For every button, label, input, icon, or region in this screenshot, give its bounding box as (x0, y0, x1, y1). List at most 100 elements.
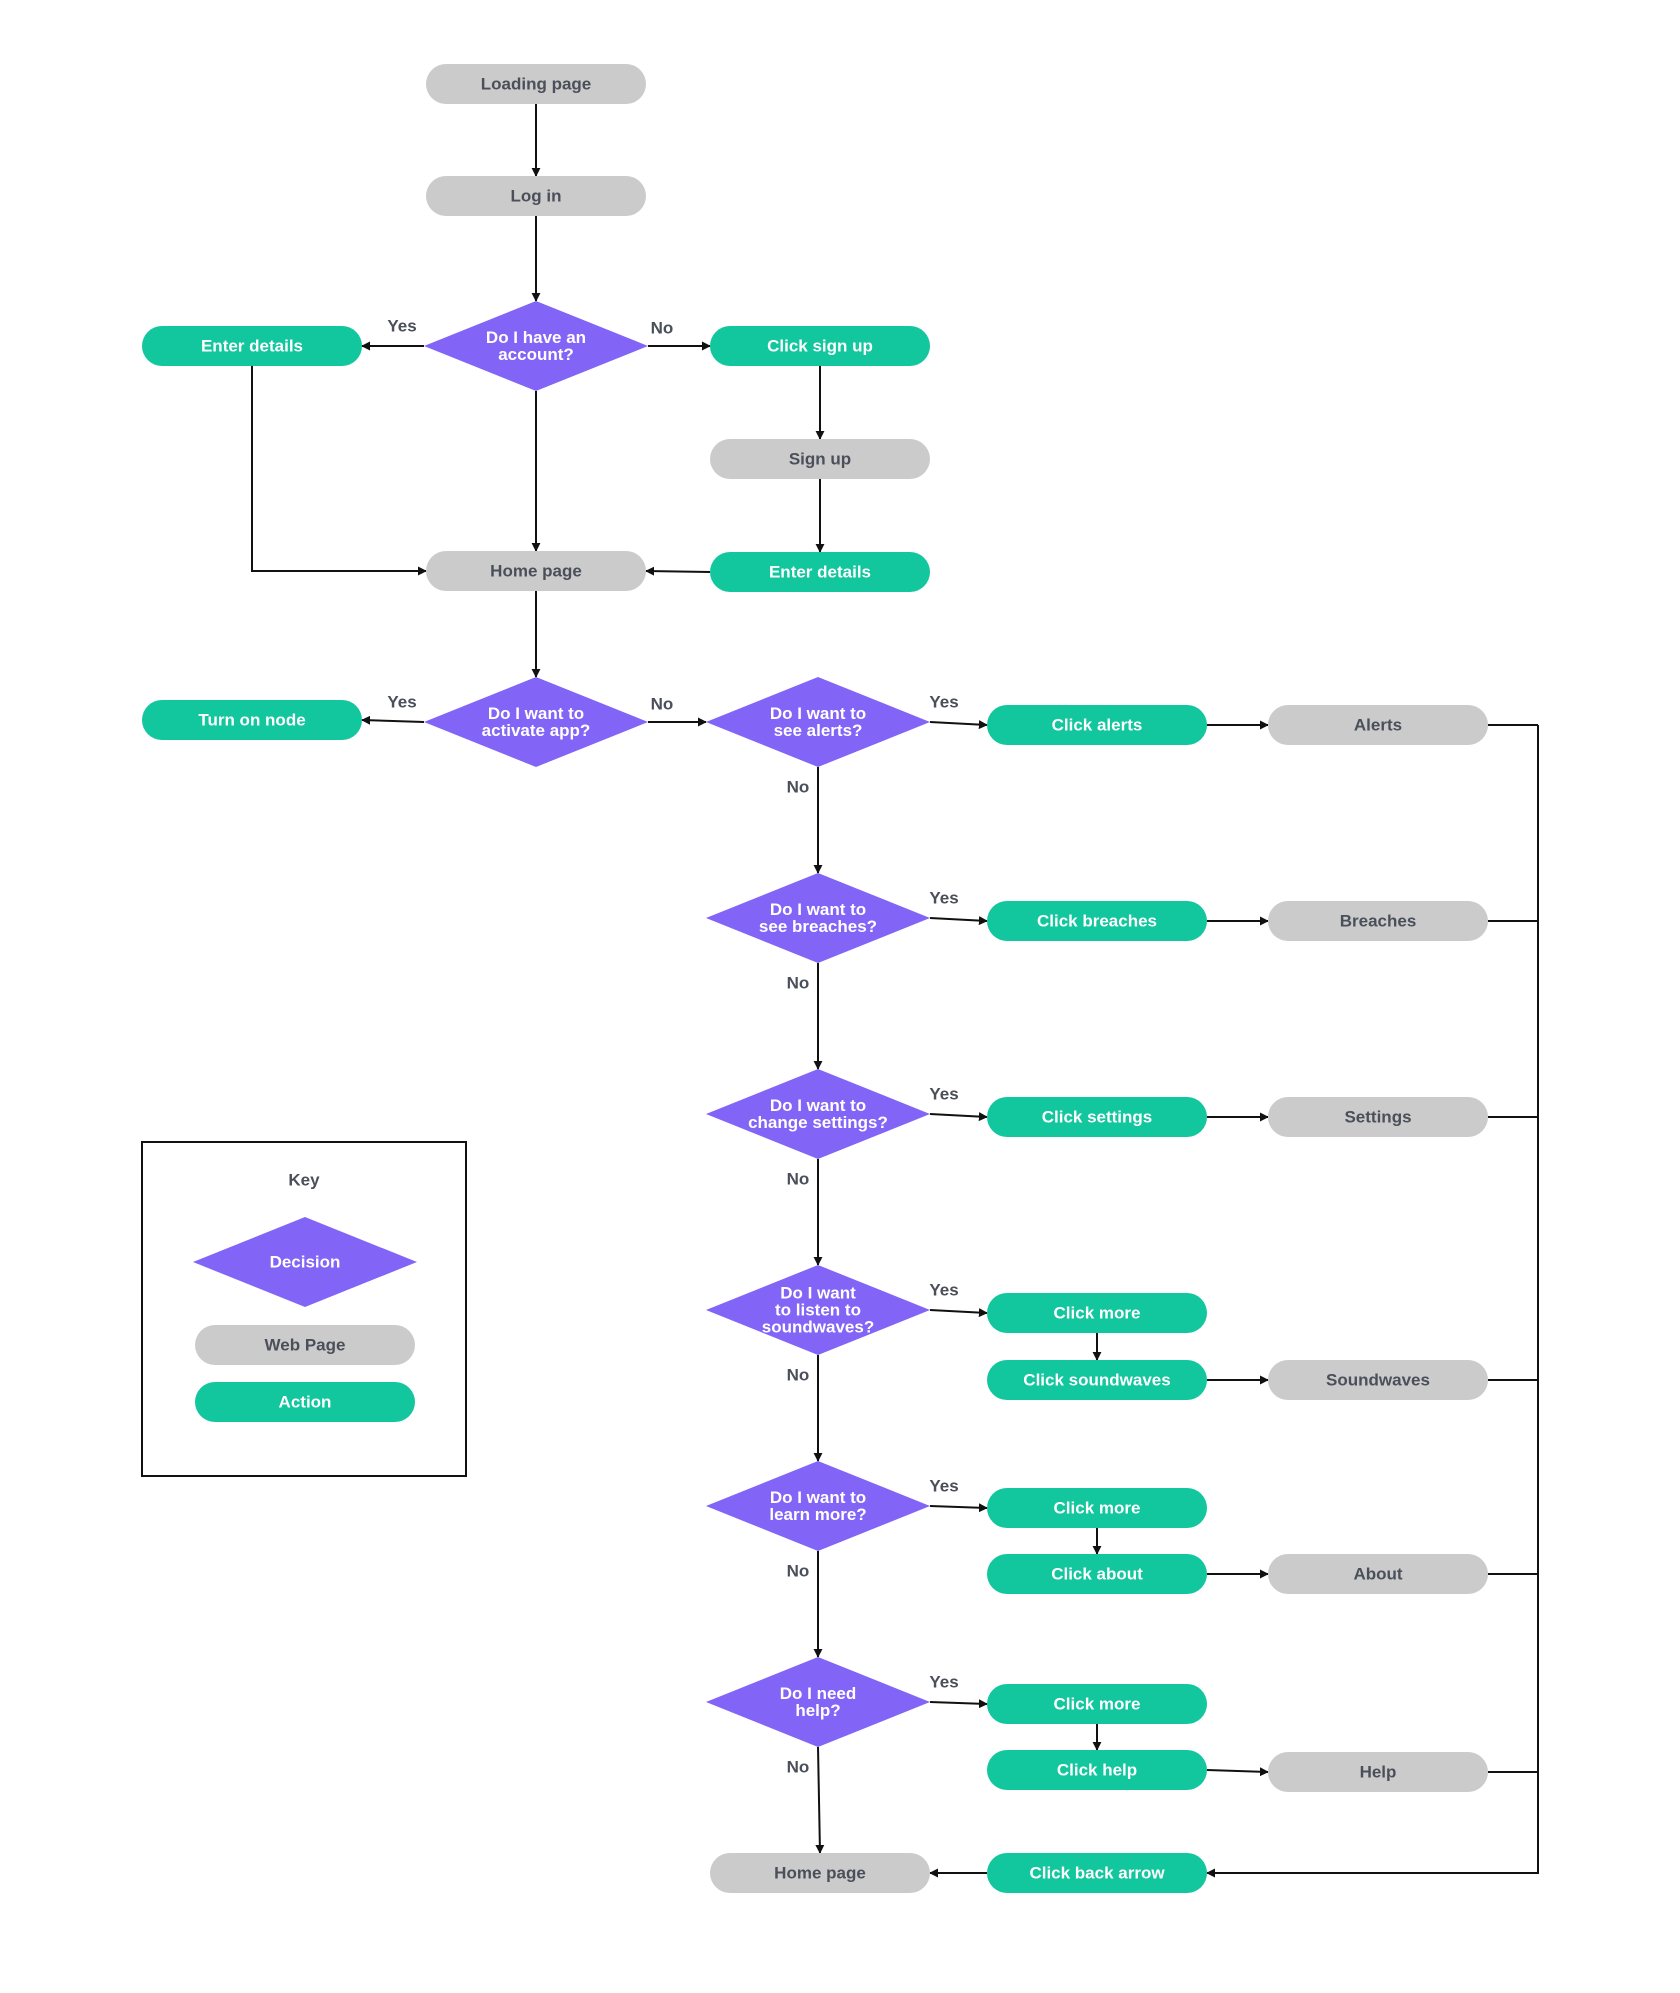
web-page-pill (1268, 1752, 1488, 1792)
node-q-activate-text-line-2: activate app? (482, 721, 591, 740)
node-soundwaves-text-line-1: Soundwaves (1326, 1371, 1430, 1390)
action-pill (987, 1488, 1207, 1528)
edge-q-help-to-home2 (815, 1746, 825, 1854)
node-q-alerts-text-line-2: see alerts? (774, 721, 863, 740)
node-q-learn-text-line-2: learn more? (769, 1505, 866, 1524)
key-action-pill (195, 1382, 415, 1422)
action-pill (987, 1750, 1207, 1790)
key-item-label: Decision (270, 1253, 341, 1272)
node-q-account-text-line-1: Do I have an (486, 328, 586, 347)
node-help-text-line-1: Help (1360, 1763, 1397, 1782)
edge-q-learn-to-click-more-2 (929, 1503, 988, 1513)
node-login: Log in (426, 176, 646, 216)
node-help: Help (1268, 1752, 1488, 1792)
web-page-pill (426, 64, 646, 104)
node-q-help-text-line-1: Do I need (780, 1684, 857, 1703)
decision-diamond (706, 873, 930, 963)
node-click-help: Click help (987, 1750, 1207, 1790)
node-login-text-line-1: Log in (511, 187, 562, 206)
node-click-soundwaves-text-line-1: Click soundwaves (1023, 1371, 1170, 1390)
web-page-pill (1268, 901, 1488, 941)
node-about: About (1268, 1554, 1488, 1594)
key-item-action: Action (195, 1382, 415, 1422)
action-pill (987, 1097, 1207, 1137)
decision-diamond (706, 677, 930, 767)
action-pill (987, 1360, 1207, 1400)
action-pill (987, 1684, 1207, 1724)
node-q-settings-text-line-2: change settings? (748, 1113, 888, 1132)
web-page-pill (426, 551, 646, 591)
decision-diamond (706, 1265, 930, 1355)
node-q-help-text-line-2: help? (795, 1701, 840, 1720)
node-signup-text-line-1: Sign up (789, 450, 851, 469)
node-click-more-2-text-line-1: Click more (1054, 1499, 1141, 1518)
key-item-web-page: Web Page (195, 1325, 415, 1365)
node-settings: Settings (1268, 1097, 1488, 1137)
edge-label-yes: Yes (387, 317, 416, 336)
node-click-signup-text-line-1: Click sign up (767, 337, 873, 356)
node-click-alerts-text-line-1: Click alerts (1052, 716, 1143, 735)
edge-label-no: No (787, 974, 810, 993)
edge-q-help-to-click-more-3 (929, 1699, 988, 1709)
key-web-page-pill (195, 1325, 415, 1365)
node-q-soundwaves-text-line-1: Do I want (780, 1284, 856, 1303)
node-click-alerts: Click alerts (987, 705, 1207, 745)
node-home2: Home page (710, 1853, 930, 1893)
node-click-about: Click about (987, 1554, 1207, 1594)
action-pill (142, 326, 362, 366)
edge-label-no: No (787, 1758, 810, 1777)
node-click-more-1-text-line-1: Click more (1054, 1304, 1141, 1323)
node-click-signup: Click sign up (710, 326, 930, 366)
edge-label-no: No (787, 1366, 810, 1385)
edge-label-yes: Yes (929, 1281, 958, 1300)
decision-diamond (706, 1069, 930, 1159)
node-turn-on-node-text-line-1: Turn on node (198, 711, 305, 730)
node-breaches-text-line-1: Breaches (1340, 912, 1417, 931)
action-pill (142, 700, 362, 740)
edge-label-yes: Yes (929, 1673, 958, 1692)
edge-label-yes: Yes (929, 1085, 958, 1104)
action-pill (710, 326, 930, 366)
key-item-label: Action (279, 1393, 332, 1412)
web-page-pill (1268, 1360, 1488, 1400)
action-pill (987, 705, 1207, 745)
edge-enter-details-2-to-home1 (645, 566, 711, 576)
node-click-soundwaves: Click soundwaves (987, 1360, 1207, 1400)
edge-q-alerts-to-click-alerts (929, 720, 988, 730)
edge-label-no: No (787, 778, 810, 797)
node-click-more-3: Click more (987, 1684, 1207, 1724)
action-pill (710, 552, 930, 592)
edge-q-soundwaves-to-click-more-1 (929, 1308, 988, 1318)
action-pill (987, 1853, 1207, 1893)
node-q-soundwaves-text-line-2: to listen to (775, 1301, 861, 1320)
web-page-pill (710, 439, 930, 479)
node-click-more-1: Click more (987, 1293, 1207, 1333)
web-page-pill (1268, 1554, 1488, 1594)
decision-diamond (706, 1461, 930, 1551)
node-home1: Home page (426, 551, 646, 591)
node-q-learn-text-line-1: Do I want to (770, 1488, 866, 1507)
node-enter-details-2-text-line-1: Enter details (769, 563, 871, 582)
edge-label-no: No (787, 1562, 810, 1581)
edge-label-no: No (787, 1170, 810, 1189)
node-alerts-text-line-1: Alerts (1354, 716, 1402, 735)
node-click-breaches: Click breaches (987, 901, 1207, 941)
key-box (141, 1141, 467, 1477)
node-loading-text-line-1: Loading page (481, 75, 592, 94)
node-enter-details-1-text-line-1: Enter details (201, 337, 303, 356)
decision-diamond (424, 301, 648, 391)
node-q-alerts-text-line-1: Do I want to (770, 704, 866, 723)
edge-q-settings-to-click-settings (929, 1112, 988, 1122)
node-click-more-3-text-line-1: Click more (1054, 1695, 1141, 1714)
edge-label-yes: Yes (929, 1477, 958, 1496)
web-page-pill (710, 1853, 930, 1893)
node-click-help-text-line-1: Click help (1057, 1761, 1137, 1780)
node-breaches: Breaches (1268, 901, 1488, 941)
